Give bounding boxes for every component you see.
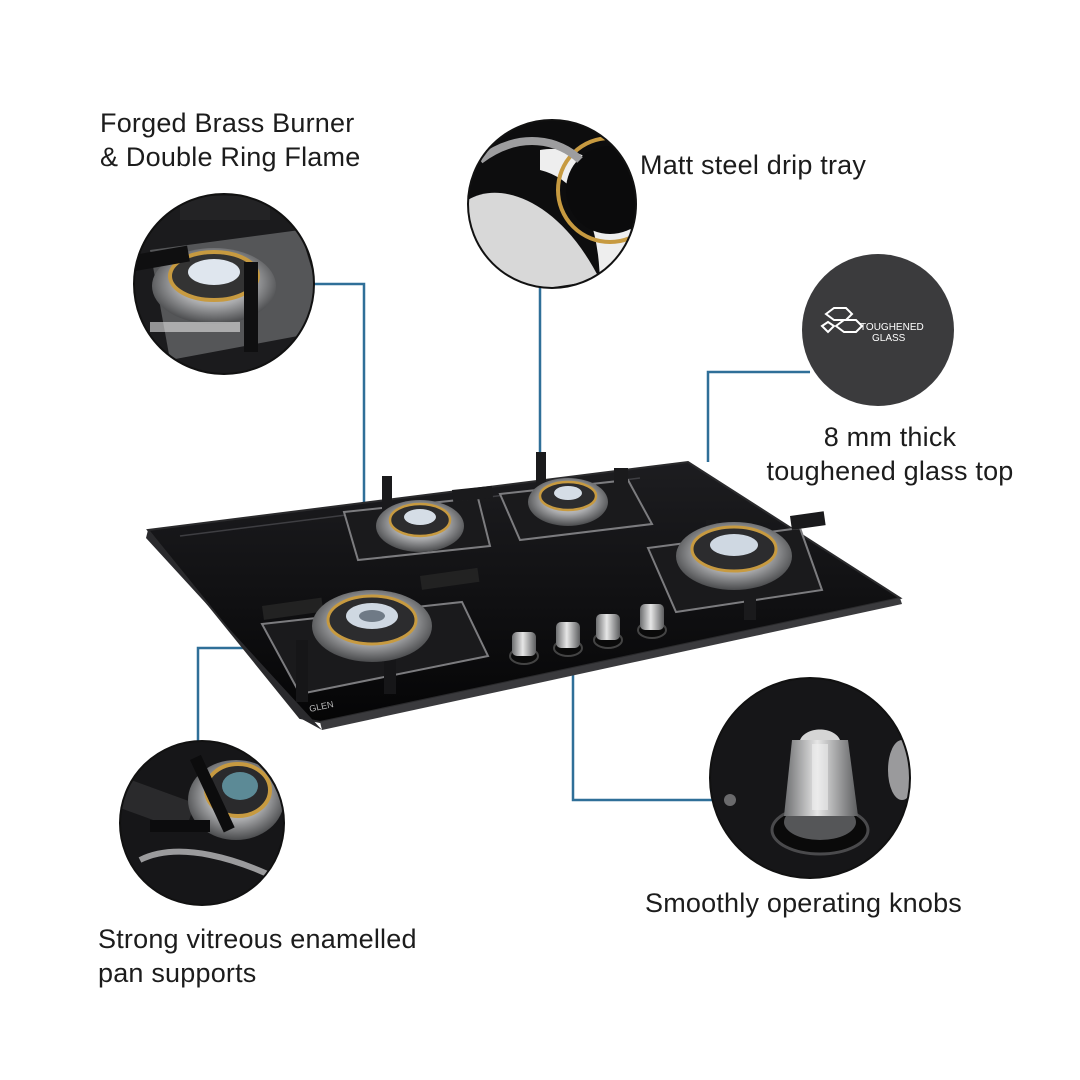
burner-front-left bbox=[260, 567, 490, 702]
caption-brass-burner: Forged Brass Burner & Double Ring Flame bbox=[100, 106, 360, 174]
caption-brass-burner-line2: & Double Ring Flame bbox=[100, 142, 361, 172]
hob-knob-1[interactable] bbox=[509, 632, 539, 665]
caption-glass-top-line2: toughened glass top bbox=[766, 456, 1014, 486]
detail-pan-supports bbox=[119, 740, 285, 906]
burner-back-left bbox=[342, 476, 494, 562]
caption-pan-supports-line1: Strong vitreous enamelled bbox=[98, 924, 417, 954]
hob-knob-2[interactable] bbox=[553, 622, 583, 657]
caption-glass-top-line1: 8 mm thick bbox=[823, 422, 957, 452]
callout-lines bbox=[196, 278, 810, 802]
callout-line-brass-burner bbox=[312, 282, 366, 606]
detail-drip-tray bbox=[467, 119, 637, 289]
hob-brand-label: GLEN bbox=[308, 699, 334, 714]
hob-knob-4[interactable] bbox=[637, 604, 667, 639]
caption-brass-burner-line1: Forged Brass Burner bbox=[100, 108, 355, 138]
hob-knob-3[interactable] bbox=[593, 614, 623, 649]
caption-pan-supports: Strong vitreous enamelled pan supports bbox=[98, 922, 417, 990]
caption-knobs-label: Smoothly operating knobs bbox=[645, 888, 962, 918]
badge-line2: GLASS bbox=[872, 333, 906, 344]
caption-drip-tray-label: Matt steel drip tray bbox=[640, 150, 867, 180]
burner-back-right bbox=[498, 452, 654, 542]
caption-glass-top: 8 mm thick toughened glass top bbox=[760, 420, 1020, 488]
hob-knobs bbox=[509, 604, 667, 665]
detail-brass-burner bbox=[133, 193, 315, 375]
caption-drip-tray: Matt steel drip tray bbox=[640, 148, 866, 182]
caption-knobs: Smoothly operating knobs bbox=[645, 886, 962, 920]
burner-front-right bbox=[646, 511, 826, 620]
detail-knob bbox=[709, 677, 911, 879]
caption-pan-supports-line2: pan supports bbox=[98, 958, 257, 988]
callout-line-knobs bbox=[571, 660, 712, 802]
badge-line1: TOUGHENED bbox=[860, 322, 924, 333]
callout-line-pan-supports bbox=[196, 646, 252, 746]
callout-line-glass-top bbox=[706, 370, 810, 462]
hexagon-icon bbox=[820, 307, 864, 334]
detail-toughened-glass: TOUGHENED GLASS bbox=[802, 254, 954, 406]
